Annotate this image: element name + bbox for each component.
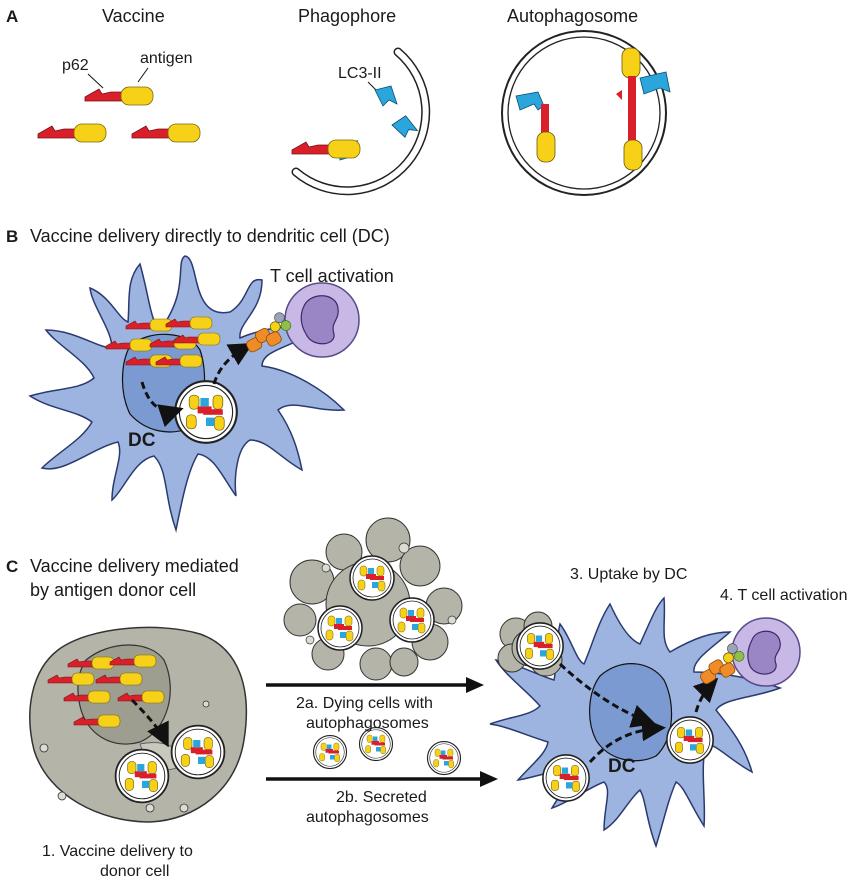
panel-b-title: Vaccine delivery directly to dendritic c… [30, 226, 390, 246]
p62-leader-line [87, 73, 104, 89]
arrow-b-presentation [212, 343, 254, 385]
phagophore-vaccine [291, 139, 361, 159]
title-phagophore: Phagophore [298, 6, 396, 26]
arrow-c-presentation [692, 677, 719, 713]
arrow-2b [266, 771, 498, 787]
panel-c-letter: C [6, 557, 18, 576]
autophagosome-b [174, 380, 238, 444]
step1-line2: donor cell [100, 863, 169, 880]
panel-c-title-line2: by antigen donor cell [30, 580, 196, 600]
phagophore-membrane [291, 47, 431, 196]
title-vaccine: Vaccine [102, 6, 165, 26]
label-p62: p62 [62, 57, 89, 74]
step2a-line1: 2a. Dying cells with [296, 695, 433, 712]
panel-b-letter: B [6, 227, 18, 246]
step1-line1: 1. Vaccine delivery to [42, 843, 193, 860]
step3-label: 3. Uptake by DC [570, 566, 687, 583]
t-cell-activation-label-b: T cell activation [270, 266, 394, 286]
step2b-line1: 2b. Secreted [336, 789, 427, 806]
dc-c-autophagosomes [497, 611, 714, 802]
vaccine-molecules-a [37, 86, 201, 143]
arrow-c-uptake-1 [558, 662, 656, 728]
secreted-autophagosomes [312, 726, 462, 776]
label-antigen: antigen [140, 50, 193, 67]
t-cell-c [731, 617, 801, 687]
title-autophagosome: Autophagosome [507, 6, 638, 26]
label-lc3: LC3-II [338, 65, 382, 82]
antigen-leader-line [137, 67, 149, 83]
arrow-c-donor [130, 698, 169, 748]
arrow-2a [266, 677, 484, 693]
panel-a-letter: A [6, 7, 18, 26]
step4-label: 4. T cell activation [720, 587, 847, 604]
dc-label-b: DC [128, 430, 156, 451]
dc-label-c: DC [608, 756, 636, 777]
panel-c-title-line1: Vaccine delivery mediated [30, 556, 239, 576]
t-cell-b [284, 282, 360, 358]
arrow-b-uptake [140, 381, 184, 428]
step2a-line2: autophagosomes [306, 715, 429, 732]
arrow-c-uptake-2 [588, 717, 666, 764]
step2b-line2: autophagosomes [306, 809, 429, 826]
autophagosome-a [501, 30, 671, 196]
